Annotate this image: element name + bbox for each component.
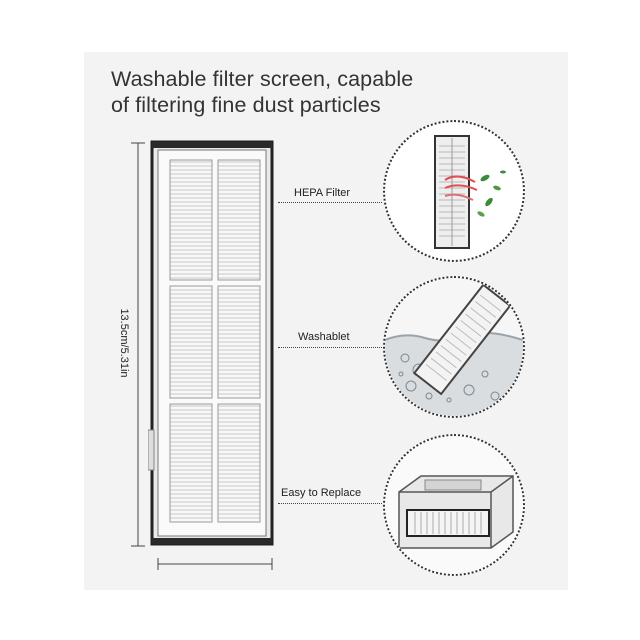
hepa-filter-closeup-circle (383, 120, 525, 262)
callout-easy-replace-connector (278, 503, 382, 504)
washable-closeup-circle (383, 276, 525, 418)
hepa-filter-image (148, 140, 274, 546)
callout-washable-connector (278, 347, 382, 348)
callout-hepa-filter-connector (278, 202, 382, 203)
headline: Washable filter screen, capable of filte… (111, 66, 551, 118)
width-dimension-line (157, 558, 273, 570)
height-dimension-label: 13.5cm/5.31in (118, 308, 130, 378)
height-dimension-line (131, 142, 145, 547)
callout-washable-label: Washablet (298, 331, 350, 343)
easy-replace-closeup-image (385, 436, 523, 574)
washable-closeup-image (385, 278, 523, 416)
callout-hepa-filter-label: HEPA Filter (294, 187, 351, 199)
easy-replace-closeup-circle (383, 434, 525, 576)
hepa-filter-closeup-image (434, 135, 506, 249)
headline-line-1: Washable filter screen, capable (111, 67, 414, 91)
callout-easy-replace-label: Easy to Replace (281, 487, 362, 499)
headline-line-2: of filtering fine dust particles (111, 93, 381, 117)
